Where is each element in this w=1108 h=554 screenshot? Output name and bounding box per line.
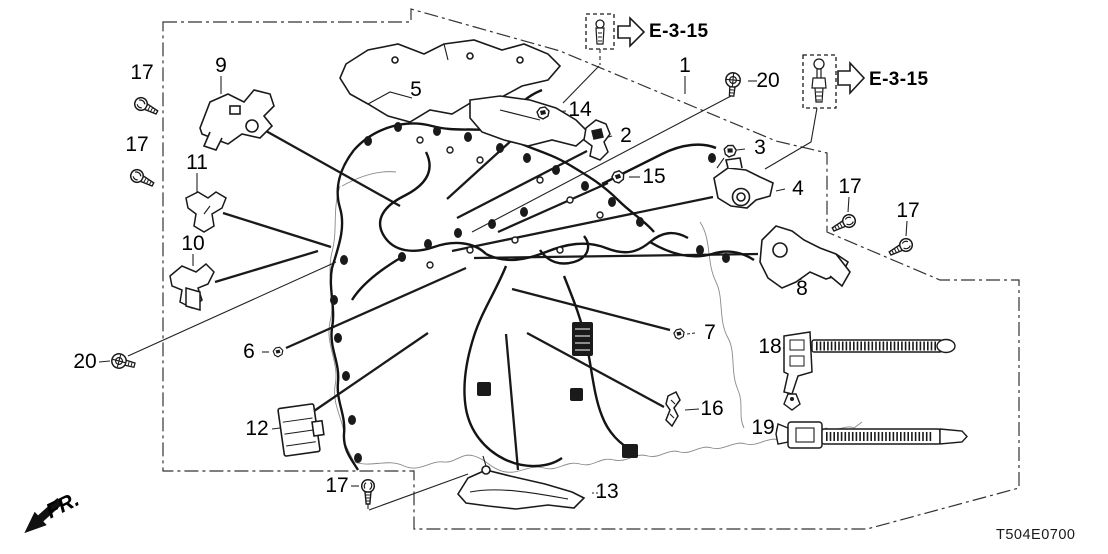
part-3-clip-icon <box>722 143 738 159</box>
screw-17-icon-e <box>360 478 376 505</box>
callout-20-b: 20 <box>756 69 780 92</box>
screw-17-icon-a <box>131 94 161 119</box>
callout-17-a: 17 <box>130 61 154 84</box>
callout-10: 10 <box>181 232 205 255</box>
part-5-holder-drawing <box>339 39 592 147</box>
part-6-clip-icon <box>272 346 284 358</box>
ref-box-e315-2 <box>764 54 866 170</box>
callout-17-b: 17 <box>125 133 149 156</box>
part-16-clamp-drawing <box>665 390 681 428</box>
bolt-20-icon-b <box>723 71 742 98</box>
ref-label-e315-2: E-3-15 <box>869 69 929 90</box>
callout-2: 2 <box>620 124 632 147</box>
callout-15: 15 <box>642 165 666 188</box>
callout-17-c: 17 <box>838 175 862 198</box>
engine-block-outline <box>328 171 863 473</box>
bolt-20-icon-a <box>109 351 138 373</box>
ref-arrow-e315-2 <box>837 60 866 96</box>
callout-16: 16 <box>700 397 724 420</box>
callout-4: 4 <box>792 177 804 200</box>
part-4-sensor-drawing <box>713 157 774 209</box>
callout-6: 6 <box>243 340 255 363</box>
callout-1: 1 <box>679 54 691 77</box>
part-14-clip-icon <box>536 106 550 120</box>
callout-18: 18 <box>758 335 782 358</box>
callout-17-d: 17 <box>896 199 920 222</box>
part-9-bracket-drawing <box>199 89 275 151</box>
fr-direction-arrow <box>24 498 63 534</box>
wire-harness-drawing <box>329 88 755 471</box>
harness-connector-hatch <box>575 328 590 351</box>
part-8-stay-drawing <box>759 225 851 289</box>
boundary-outline <box>162 8 1020 530</box>
ref-label-e315-1: E-3-15 <box>649 21 709 42</box>
callout-3: 3 <box>754 136 766 159</box>
callout-17-e: 17 <box>325 474 349 497</box>
callout-20-a: 20 <box>73 350 97 373</box>
callout-19: 19 <box>751 416 775 439</box>
callout-11: 11 <box>186 151 208 174</box>
part-11-bracket-drawing <box>185 191 227 233</box>
callout-13: 13 <box>595 480 619 503</box>
screw-17-icon-b <box>127 166 157 191</box>
callout-8: 8 <box>796 277 808 300</box>
part-7-clip-icon <box>673 328 685 340</box>
harness-connectors <box>330 122 730 463</box>
callout-7: 7 <box>704 321 716 344</box>
ref-box-e315-1 <box>562 13 646 104</box>
part-10-bracket-drawing <box>169 262 215 311</box>
callout-14: 14 <box>568 98 592 121</box>
screw-17-icon-c <box>829 211 859 236</box>
callout-12: 12 <box>245 417 269 440</box>
part-19-strap-drawing <box>775 421 968 449</box>
callout-5: 5 <box>410 78 422 101</box>
diagram-code: T504E0700 <box>996 527 1076 543</box>
part-15-clip-icon <box>610 169 626 185</box>
callout-9: 9 <box>215 54 227 77</box>
part-2-clamp-drawing <box>583 119 611 161</box>
part-12-module-drawing <box>277 403 325 457</box>
screw-17-icon-d <box>886 235 916 260</box>
harness-grommets <box>416 136 604 269</box>
part-18-strap-drawing <box>783 331 956 411</box>
ref-arrow-e315-1 <box>617 16 646 48</box>
part-13-bracket-drawing <box>457 455 586 510</box>
